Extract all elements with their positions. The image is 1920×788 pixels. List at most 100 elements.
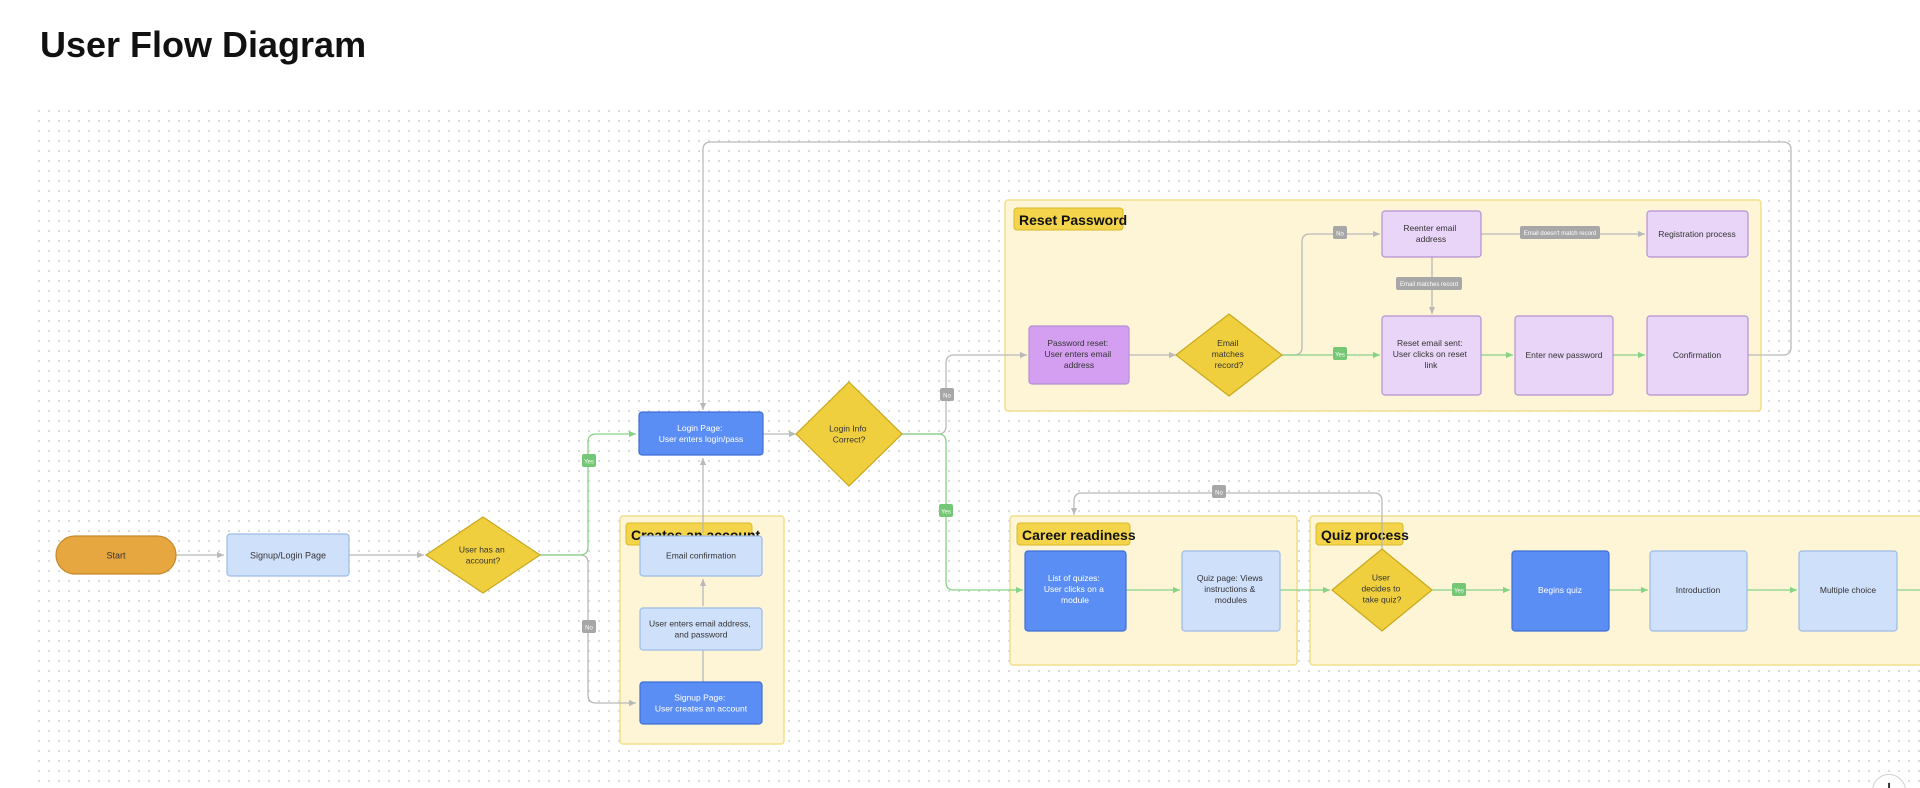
node-login-correct-decision[interactable]: Login Info Correct?	[795, 381, 903, 487]
node-email-matches-line-2: matches	[1212, 349, 1244, 359]
node-start-line-1: Start	[106, 551, 126, 561]
node-login-page[interactable]: Login Page: User enters login/pass	[638, 411, 764, 456]
edge-loop-login	[699, 141, 1792, 410]
node-introduction-line-1: Introduction	[1676, 585, 1721, 595]
svg-text:User enters email address,: User enters email address, and password	[649, 619, 753, 640]
node-decides-quiz-decision[interactable]: User decides to take quiz?	[1331, 548, 1433, 632]
node-quiz-page-line-3: modules	[1215, 595, 1247, 605]
node-start[interactable]: Start	[55, 535, 177, 575]
svg-text:Login Info Correct?: Login Info Correct?	[829, 424, 869, 445]
node-confirmation-line-1: Confirmation	[1673, 350, 1721, 360]
node-reenter-email-line-1: Reenter email	[1403, 223, 1456, 233]
node-has-account-line-2: account?	[466, 556, 501, 566]
node-confirmation[interactable]: Confirmation	[1646, 315, 1749, 396]
node-email-matches-line-3: record?	[1215, 360, 1244, 370]
edge-no-quizlist	[1070, 492, 1383, 565]
node-decides-quiz-line-1: User	[1372, 573, 1390, 583]
node-registration-process[interactable]: Registration process	[1646, 210, 1749, 258]
node-list-of-quizzes-line-3: module	[1061, 595, 1089, 605]
group-label-quiz-process: Quiz process	[1321, 527, 1409, 543]
node-begins-quiz[interactable]: Begins quiz	[1511, 550, 1610, 632]
node-signup-page-line-2: User creates an account	[655, 704, 748, 714]
svg-text:Enter new password: Enter new password	[1525, 350, 1602, 360]
svg-text:Quiz page: Views ins: Quiz page: Views instructions & modules	[1197, 573, 1265, 605]
node-signup-page[interactable]: Signup Page: User creates an account	[639, 681, 763, 725]
node-email-matches-line-1: Email	[1217, 338, 1238, 348]
node-has-account-line-1: User has an	[459, 545, 505, 555]
svg-text:Registration process: Registration process	[1658, 229, 1735, 239]
node-multiple-choice-line-1: Multiple choice	[1820, 585, 1876, 595]
node-enter-email-password-line-2: and password	[675, 630, 728, 640]
svg-text:Email matches: Email matches record?	[1212, 338, 1247, 370]
node-password-reset-line-3: address	[1064, 360, 1094, 370]
tag-no-signup: No	[585, 626, 593, 632]
node-reenter-email-line-2: address	[1416, 234, 1446, 244]
svg-text:List of quizes: User: List of quizes: User clicks on a module	[1044, 573, 1106, 605]
tag-yes-login: Yes	[584, 460, 594, 466]
node-password-reset-line-1: Password reset:	[1047, 338, 1108, 348]
tag-yes-quizlist: Yes	[941, 510, 951, 516]
node-begins-quiz-line-1: Begins quiz	[1538, 585, 1582, 595]
node-enter-new-password-line-1: Enter new password	[1525, 350, 1602, 360]
edge-tags: Yes No No Yes No Yes Email doesn't match…	[582, 226, 1600, 633]
tag-no-quizlist: No	[1215, 491, 1223, 497]
edge-yes-login	[540, 430, 636, 556]
node-enter-email-password-line-1: User enters email address,	[649, 619, 751, 629]
svg-text:Reset email sent: Us: Reset email sent: User clicks on reset l…	[1393, 338, 1470, 370]
node-reset-email-sent-line-1: Reset email sent:	[1397, 338, 1463, 348]
node-introduction[interactable]: Introduction	[1649, 550, 1748, 632]
tag-email-no-match: Email doesn't match record	[1524, 231, 1597, 237]
group-label-career-readiness: Career readiness	[1022, 527, 1136, 543]
svg-text:Reenter email addres: Reenter email address	[1403, 223, 1458, 244]
node-enter-email-password[interactable]: User enters email address, and password	[639, 607, 763, 651]
node-has-account-decision[interactable]: User has an account?	[424, 516, 542, 594]
tag-no-reenter: No	[1336, 232, 1344, 238]
node-reset-email-sent-line-3: link	[1425, 360, 1439, 370]
node-list-of-quizzes[interactable]: List of quizes: User clicks on a module	[1024, 550, 1127, 632]
node-login-page-line-2: User enters login/pass	[659, 434, 744, 444]
svg-text:Multiple choice: Multiple choice	[1820, 585, 1876, 595]
svg-text:Signup/Login Page: Signup/Login Page	[250, 551, 326, 561]
svg-text:User decides to: User decides to take quiz?	[1361, 573, 1402, 605]
node-signup-login-page-line-1: Signup/Login Page	[250, 551, 326, 561]
node-reset-email-sent[interactable]: Reset email sent: User clicks on reset l…	[1381, 315, 1482, 396]
svg-text:Introduction: Introduction	[1676, 585, 1721, 595]
svg-text:Login Page: User ent: Login Page: User enters login/pass	[659, 423, 744, 444]
node-password-reset[interactable]: Password reset: User enters email addres…	[1028, 325, 1130, 385]
svg-text:Signup Page: User cr: Signup Page: User creates an account	[655, 693, 748, 714]
node-enter-new-password[interactable]: Enter new password	[1514, 315, 1614, 396]
node-login-correct-line-1: Login Info	[829, 424, 867, 434]
svg-text:Password reset: User: Password reset: User enters email addres…	[1045, 338, 1114, 370]
node-signup-page-line-1: Signup Page:	[674, 693, 725, 703]
tag-no-reset: No	[943, 394, 951, 400]
page-title: User Flow Diagram	[40, 24, 367, 65]
diagram-canvas[interactable]: Reset Password Creates an account Career…	[34, 106, 1920, 788]
tag-email-match: Email matches record	[1400, 282, 1458, 288]
node-login-page-line-1: Login Page:	[677, 423, 722, 433]
node-decides-quiz-line-3: take quiz?	[1363, 595, 1402, 605]
user-flow-diagram: Reset Password Creates an account Career…	[55, 141, 1920, 745]
edge-yes-quizlist	[902, 433, 1023, 594]
node-reenter-email[interactable]: Reenter email address	[1381, 210, 1482, 258]
node-quiz-page[interactable]: Quiz page: Views instructions & modules	[1181, 550, 1281, 632]
node-signup-login-page[interactable]: Signup/Login Page	[226, 533, 350, 577]
node-multiple-choice[interactable]: Multiple choice	[1798, 550, 1898, 632]
node-login-correct-line-2: Correct?	[833, 435, 866, 445]
node-email-confirmation[interactable]: Email confirmation	[639, 535, 763, 577]
svg-text:Confirmation: Confirmation	[1673, 350, 1721, 360]
node-password-reset-line-2: User enters email	[1045, 349, 1112, 359]
node-reset-email-sent-line-2: User clicks on reset	[1393, 349, 1468, 359]
tag-yes-resetsent: Yes	[1335, 353, 1345, 359]
node-list-of-quizzes-line-1: List of quizes:	[1048, 573, 1100, 583]
node-email-confirmation-line-1: Email confirmation	[666, 551, 736, 561]
node-list-of-quizzes-line-2: User clicks on a	[1044, 584, 1104, 594]
tag-yes-beginsquiz: Yes	[1454, 589, 1464, 595]
svg-text:Begins quiz: Begins quiz	[1538, 585, 1582, 595]
node-email-matches-decision[interactable]: Email matches record?	[1175, 313, 1283, 397]
svg-text:User has an account?: User has an account?	[459, 545, 507, 566]
svg-text:Email confirmation: Email confirmation	[666, 551, 736, 561]
node-quiz-page-line-1: Quiz page: Views	[1197, 573, 1263, 583]
node-quiz-page-line-2: instructions &	[1204, 584, 1255, 594]
node-decides-quiz-line-2: decides to	[1361, 584, 1400, 594]
